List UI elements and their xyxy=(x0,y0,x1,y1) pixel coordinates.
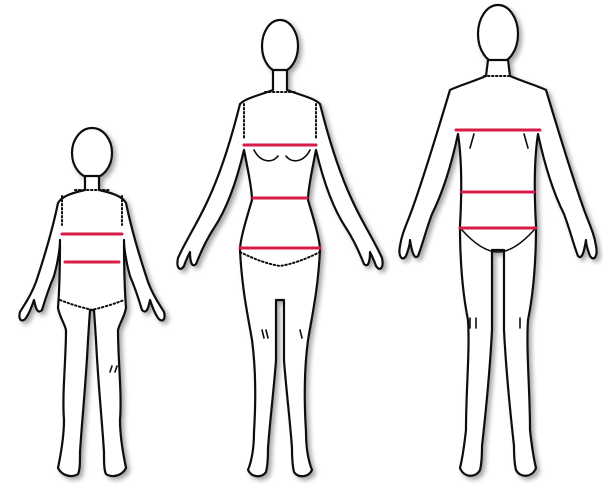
man-head xyxy=(478,5,518,63)
woman-body xyxy=(177,70,382,476)
child-body xyxy=(19,176,164,476)
man-body xyxy=(399,60,596,476)
child-head xyxy=(72,128,112,178)
woman-head xyxy=(262,20,298,72)
child-figure xyxy=(19,128,164,476)
man-figure xyxy=(399,5,596,476)
woman-figure xyxy=(177,20,382,476)
